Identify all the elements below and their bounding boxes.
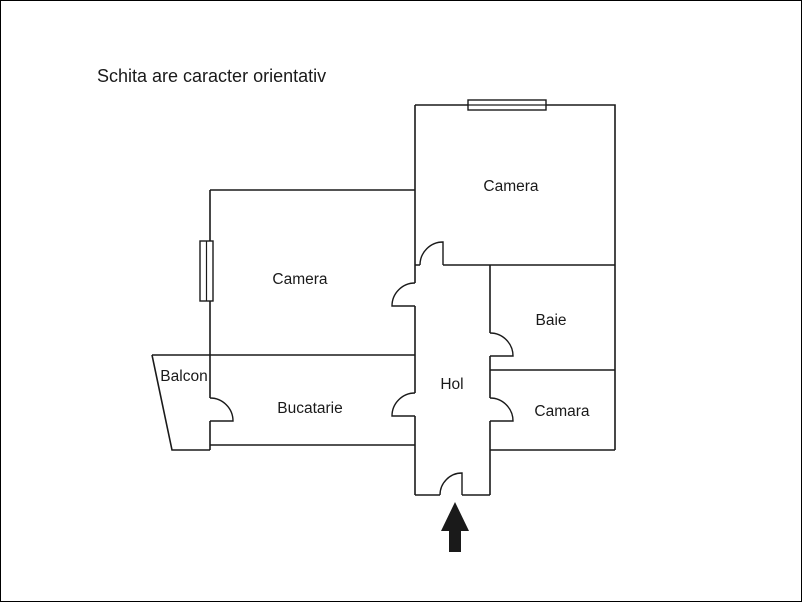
- room-label-hol: Hol: [440, 376, 463, 393]
- wall-camera-top: [414, 104, 616, 450]
- room-labels: Camera Camera Baie Hol Camara Bucatarie …: [160, 178, 590, 420]
- windows: [199, 99, 547, 302]
- disclaimer-title: Schita are caracter orientativ: [97, 66, 326, 86]
- room-label-balcon: Balcon: [160, 368, 207, 385]
- door-arc-bucatarie-to-balcon: [209, 397, 234, 422]
- door-arc-hol-to-camara: [489, 397, 514, 422]
- room-label-bucatarie: Bucatarie: [277, 400, 342, 417]
- door-arc-hol-to-bucatarie: [391, 392, 416, 417]
- room-label-camara: Camara: [534, 403, 590, 420]
- room-label-baie: Baie: [535, 312, 566, 329]
- room-label-camera-top: Camera: [483, 178, 539, 195]
- door-arc-hol-to-baie: [489, 332, 514, 357]
- door-arc-entrance: [439, 472, 463, 496]
- door-arc-hol-to-camera-left: [391, 282, 416, 307]
- wall-balcon: [151, 354, 210, 451]
- doors: [209, 241, 514, 496]
- room-label-camera-left: Camera: [272, 271, 328, 288]
- walls: [151, 104, 616, 496]
- door-arc-hol-to-camera-top: [419, 241, 444, 266]
- entrance-arrow-icon: [441, 502, 469, 552]
